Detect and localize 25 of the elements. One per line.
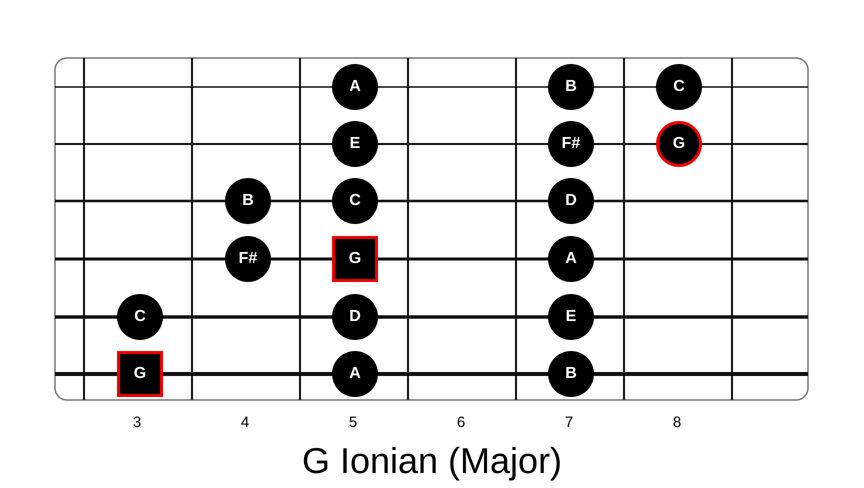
fret-number: 7 [564,414,574,431]
note-dot: D [332,294,378,340]
root-note-dot: G [656,121,702,167]
fret-number: 6 [456,414,466,431]
note-dot: B [548,64,594,110]
note-dot: C [117,294,163,340]
note-dot: B [548,351,594,397]
note-dot: D [548,178,594,224]
fret-number: 8 [672,414,682,431]
fret-number: 3 [132,414,142,431]
note-dot: E [332,121,378,167]
root-note-marker: G [332,236,378,282]
note-dot: A [548,236,594,282]
root-note-marker: G [117,351,163,397]
note-dot: E [548,294,594,340]
note-dot: B [225,178,271,224]
fret-number: 4 [240,414,250,431]
note-dot: C [332,178,378,224]
note-dot: A [332,64,378,110]
fret-number: 5 [348,414,358,431]
note-dot: F# [225,236,271,282]
note-dot: C [656,64,702,110]
note-dot: A [332,351,378,397]
diagram-title: G Ionian (Major) [300,440,564,482]
note-dot: F# [548,121,594,167]
